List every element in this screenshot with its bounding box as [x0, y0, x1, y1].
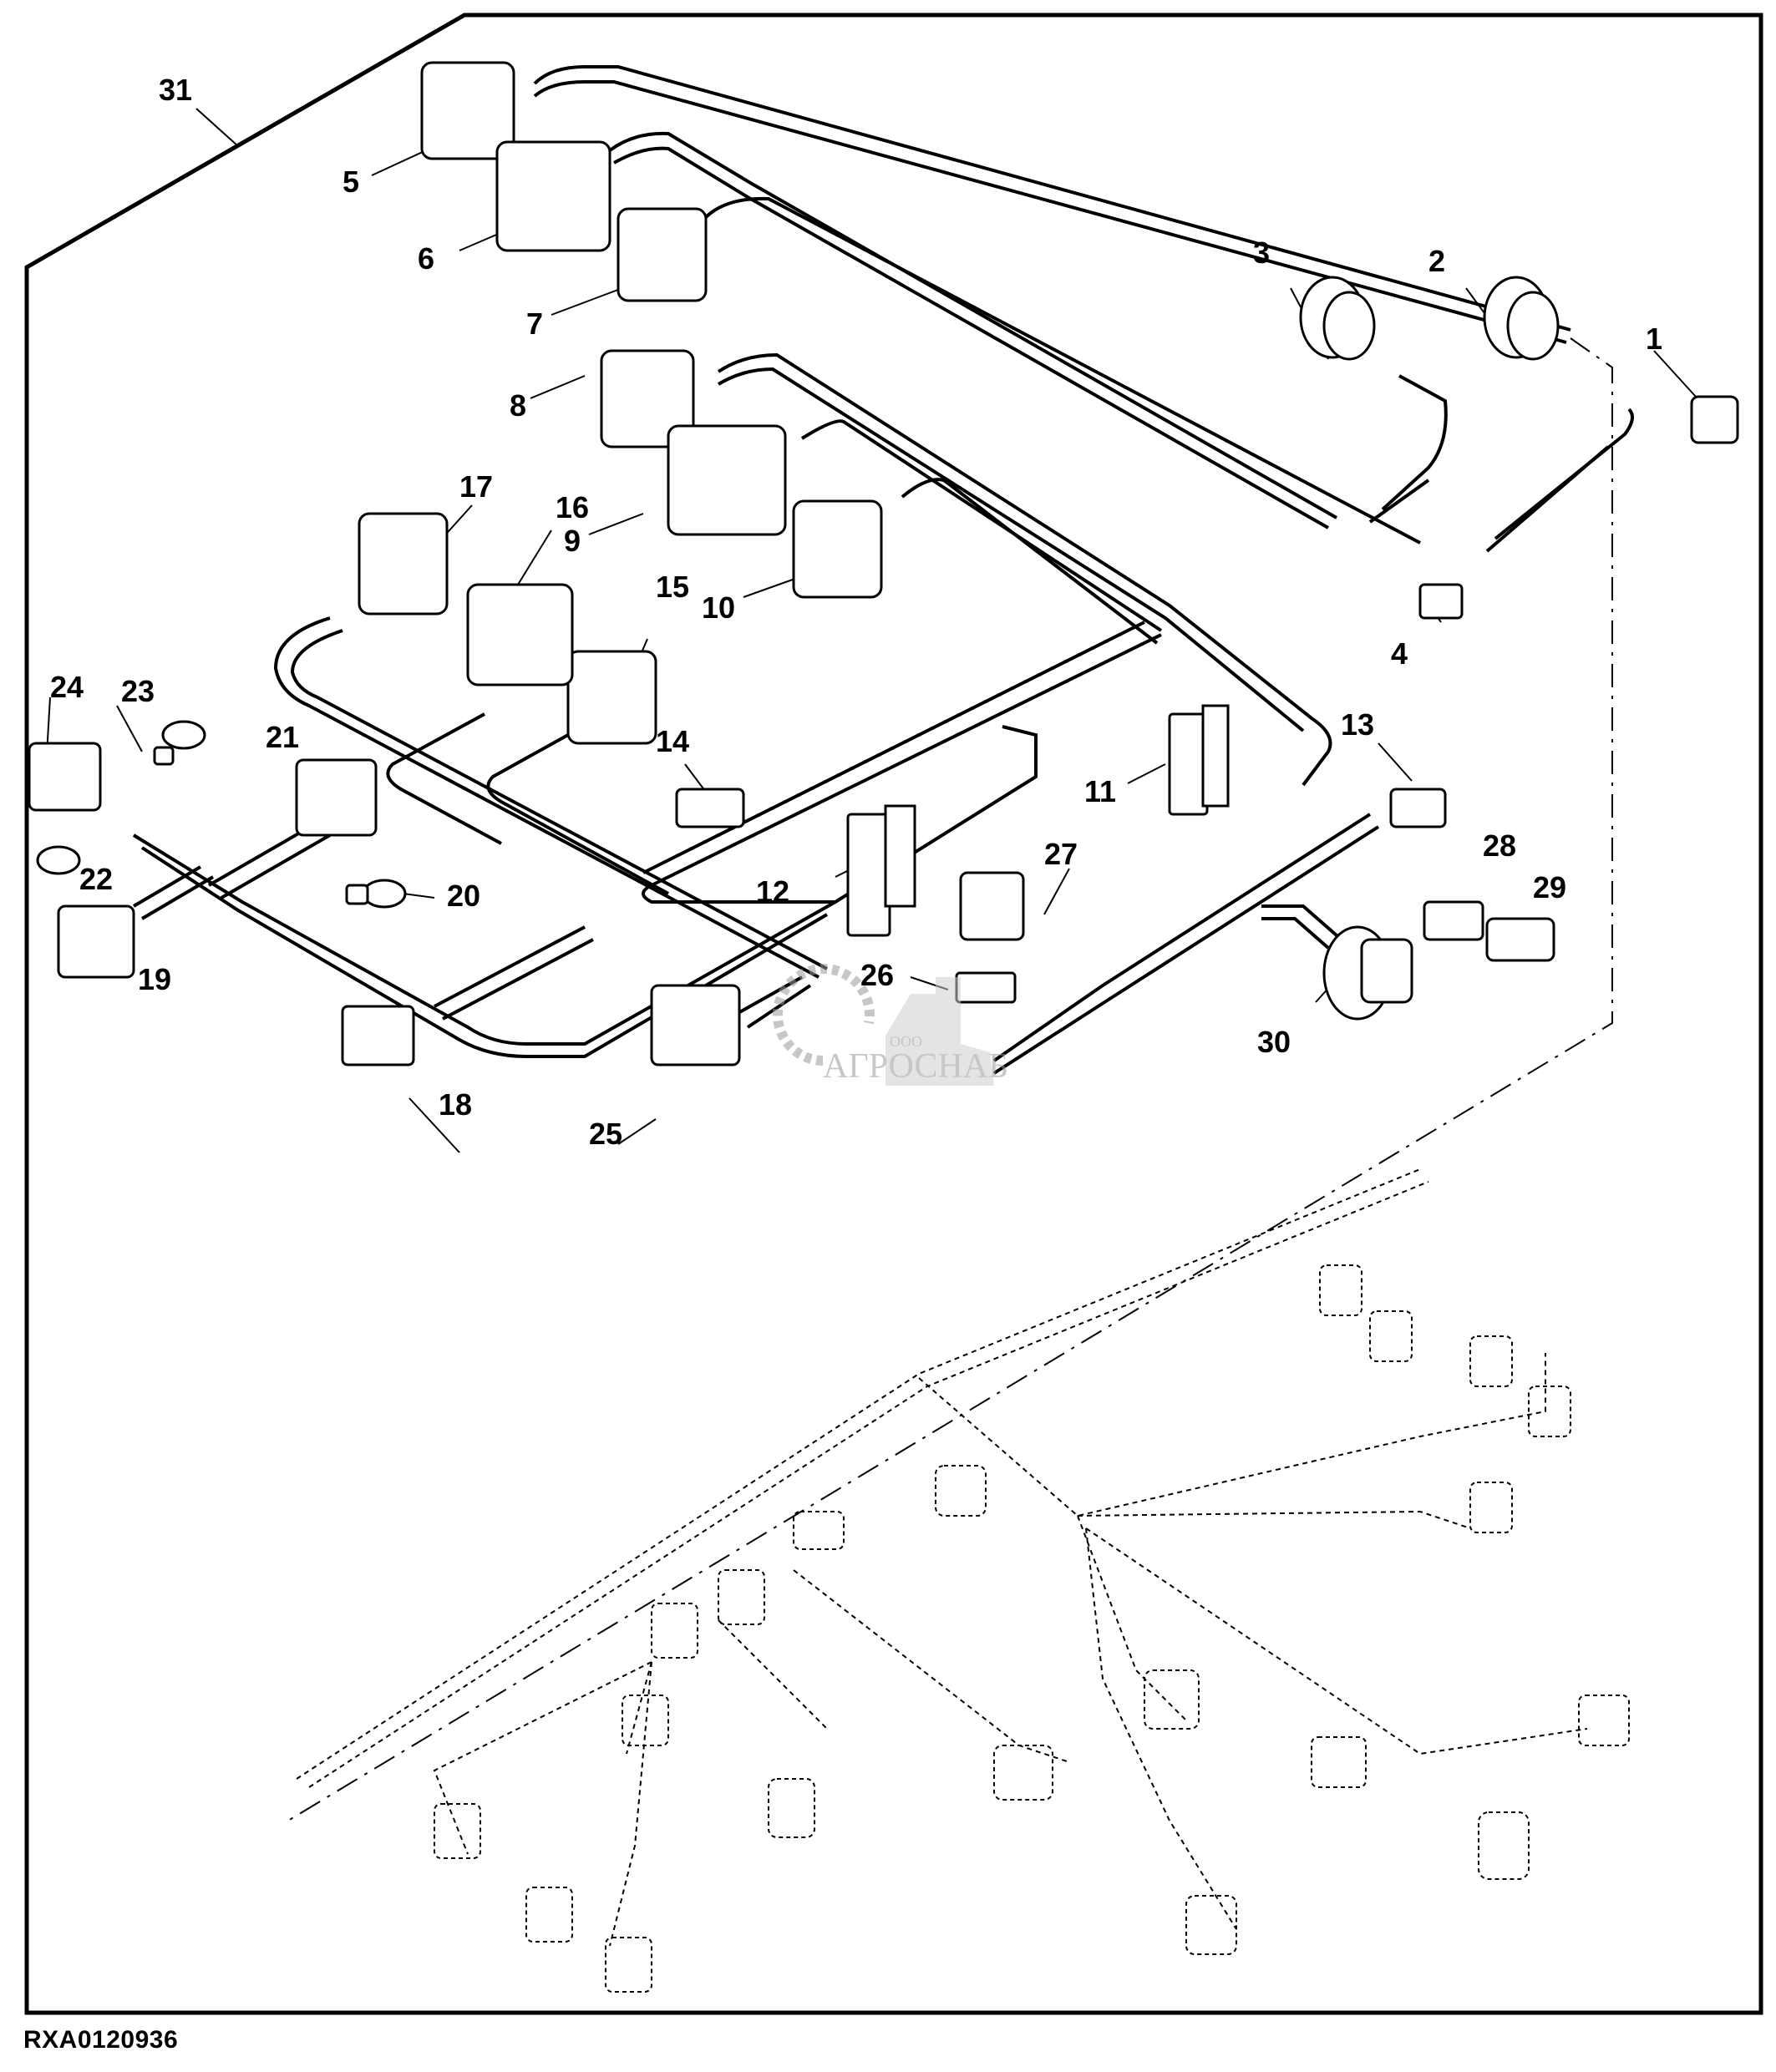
connector-14 — [675, 788, 745, 828]
callout-9[interactable]: 9 — [564, 524, 581, 558]
callout-10[interactable]: 10 — [702, 590, 735, 625]
ghost-connectors — [434, 1264, 1630, 1993]
callout-17[interactable]: 17 — [459, 469, 493, 504]
callout-15[interactable]: 15 — [656, 570, 689, 604]
connector-23 — [153, 720, 206, 766]
callout-25[interactable]: 25 — [589, 1117, 622, 1151]
gear-icon — [772, 964, 875, 1066]
figure-code: RXA0120936 — [23, 2026, 179, 2054]
frame-border — [24, 13, 1763, 2015]
connector-30 — [1322, 925, 1413, 1021]
connector-28 — [1423, 900, 1484, 941]
callout-28[interactable]: 28 — [1483, 828, 1516, 863]
connector-22 — [36, 845, 81, 875]
callout-6[interactable]: 6 — [418, 241, 434, 276]
callout-3[interactable]: 3 — [1253, 236, 1270, 270]
ghost-harness — [296, 1168, 1588, 1947]
callout-8[interactable]: 8 — [510, 388, 526, 423]
connector-24 — [28, 742, 102, 812]
connector-18 — [341, 1005, 415, 1066]
callout-27[interactable]: 27 — [1044, 837, 1078, 871]
leader-dashdot — [287, 337, 1613, 1821]
connector-29 — [1485, 917, 1555, 962]
callout-19[interactable]: 19 — [138, 962, 171, 996]
callout-1[interactable]: 1 — [1646, 322, 1662, 356]
callout-26[interactable]: 26 — [860, 958, 894, 992]
callout-24[interactable]: 24 — [50, 670, 84, 704]
connector-4 — [1418, 583, 1464, 620]
connectors — [28, 61, 1739, 1066]
connector-13 — [1389, 788, 1447, 828]
callout-29[interactable]: 29 — [1533, 870, 1566, 904]
callout-23[interactable]: 23 — [121, 674, 155, 708]
watermark-prefix: ООО — [890, 1033, 922, 1050]
callout-5[interactable]: 5 — [343, 165, 359, 199]
callout-30[interactable]: 30 — [1257, 1025, 1291, 1059]
harness-cables — [132, 65, 1634, 1075]
callout-20[interactable]: 20 — [447, 879, 480, 913]
connector-8 — [600, 349, 695, 448]
connector-15 — [566, 650, 657, 745]
connector-6 — [495, 140, 611, 252]
callout-4[interactable]: 4 — [1391, 636, 1408, 671]
combine-harvester-icon — [885, 977, 994, 1086]
callout-2[interactable]: 2 — [1428, 244, 1445, 278]
connector-27 — [959, 871, 1025, 941]
watermark-name: АГРОСНАБ — [823, 1047, 1008, 1086]
callout-22[interactable]: 22 — [79, 862, 113, 896]
callout-7[interactable]: 7 — [526, 306, 543, 341]
connector-16 — [466, 583, 574, 686]
connector-9 — [667, 424, 787, 536]
connector-3 — [1299, 276, 1376, 361]
connector-20 — [345, 879, 407, 909]
callout-labels: 1 2 3 4 5 6 7 8 9 10 11 12 13 14 15 16 1… — [50, 73, 1662, 1151]
connector-11 — [1168, 704, 1230, 816]
connector-2 — [1483, 276, 1560, 361]
watermark-logo: ООО АГРОСНАБ — [772, 964, 1008, 1086]
connector-21 — [295, 758, 378, 837]
connector-7 — [617, 207, 708, 302]
leader-lines — [45, 108, 1697, 1153]
callout-16[interactable]: 16 — [556, 490, 589, 524]
connector-10 — [792, 499, 883, 599]
callout-18[interactable]: 18 — [439, 1087, 472, 1122]
connector-5 — [420, 61, 515, 160]
callout-21[interactable]: 21 — [266, 720, 299, 754]
callout-13[interactable]: 13 — [1341, 707, 1374, 742]
callout-31[interactable]: 31 — [159, 73, 192, 107]
callout-14[interactable]: 14 — [656, 724, 689, 758]
connector-19 — [57, 904, 135, 979]
connector-26 — [955, 971, 1017, 1004]
callout-11[interactable]: 11 — [1084, 774, 1116, 808]
connector-1 — [1690, 395, 1739, 444]
connector-12 — [846, 804, 916, 937]
callout-12[interactable]: 12 — [756, 874, 789, 909]
connector-25 — [650, 984, 741, 1066]
connector-17 — [358, 512, 449, 616]
